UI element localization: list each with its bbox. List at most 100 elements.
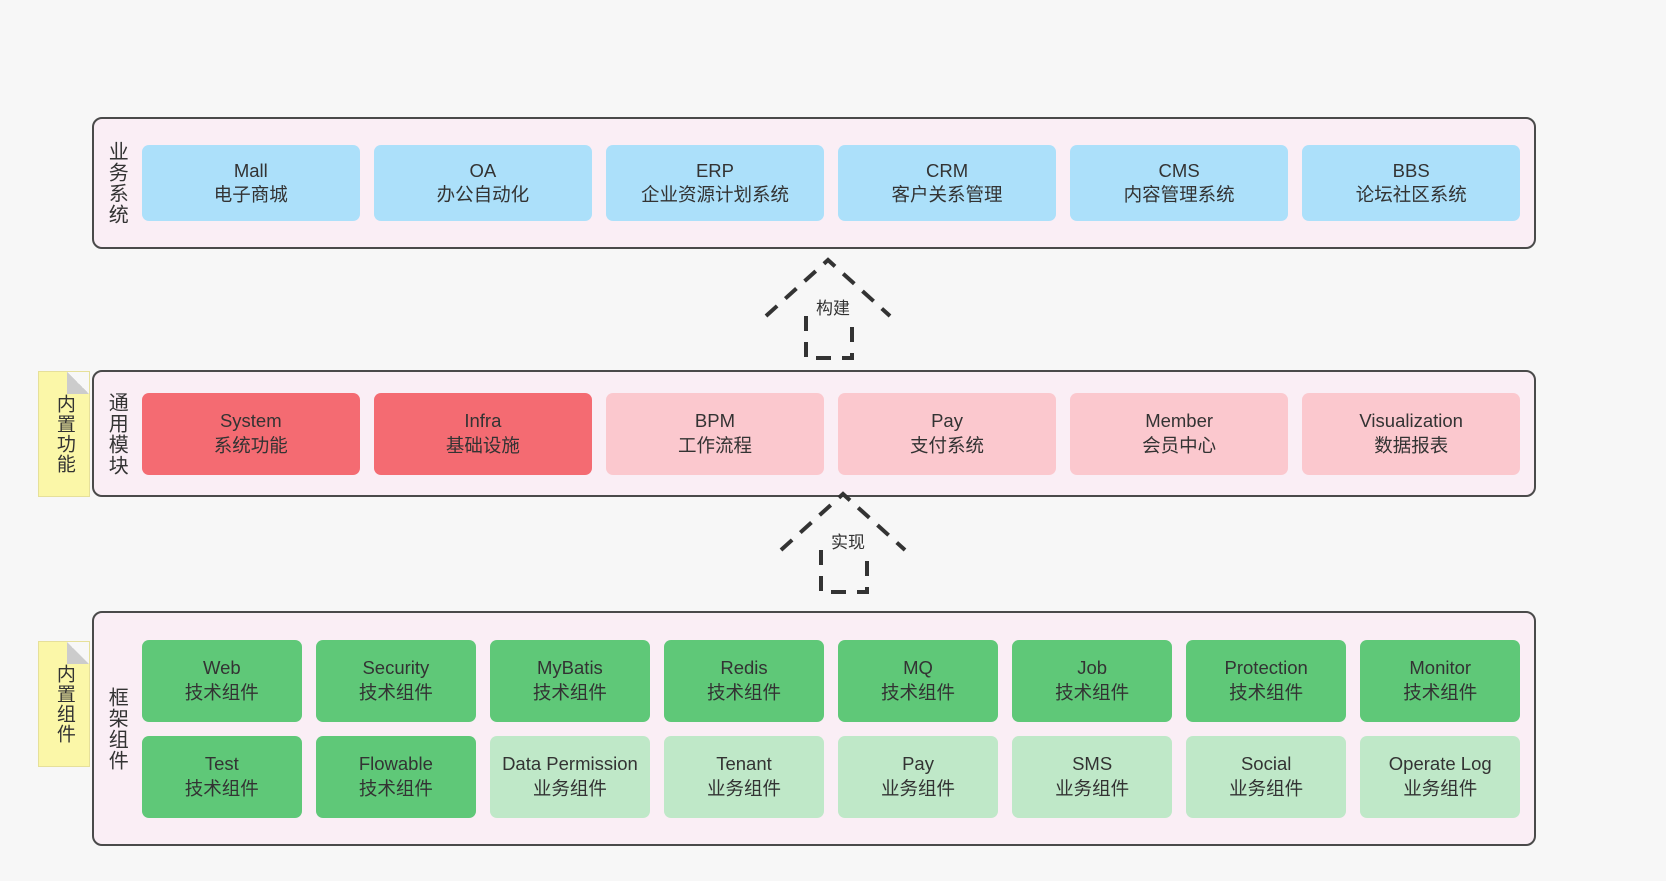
card-title-cn: 业务组件 — [881, 777, 956, 799]
card-title-cn: 技术组件 — [184, 777, 259, 799]
card-title-cn: 技术组件 — [706, 681, 781, 703]
connector-implement-arrow-icon — [779, 491, 907, 594]
card-row: Mall 电子商城 OA 办公自动化 ERP 企业资源计划系统 CRM 客户关系… — [142, 145, 1520, 221]
card-test[interactable]: Test 技术组件 — [142, 735, 302, 818]
card-title-cn: 技术组件 — [532, 681, 607, 703]
card-job[interactable]: Job 技术组件 — [1012, 639, 1172, 722]
card-title-cn: 办公自动化 — [436, 184, 530, 205]
card-title-cn: 业务组件 — [1403, 777, 1478, 799]
layer-business-system: 业务系统 Mall 电子商城 OA 办公自动化 ERP 企业资源计划系统 CRM… — [92, 117, 1536, 249]
card-title-cn: 支付系统 — [910, 434, 985, 456]
card-title-en: OA — [469, 159, 497, 181]
card-title-en: Mall — [233, 159, 268, 181]
card-operate-log[interactable]: Operate Log 业务组件 — [1360, 735, 1521, 818]
card-title-en: Visualization — [1359, 410, 1463, 432]
connector-build-label: 构建 — [816, 299, 850, 318]
card-title-en: Security — [362, 657, 430, 679]
card-title-en: Redis — [720, 657, 768, 679]
card-mall[interactable]: Mall 电子商城 — [142, 145, 360, 221]
card-title-en: Tenant — [716, 753, 772, 775]
card-flowable[interactable]: Flowable 技术组件 — [316, 735, 476, 818]
card-title-cn: 内容管理系统 — [1123, 184, 1235, 205]
card-bpm[interactable]: BPM 工作流程 — [606, 392, 824, 475]
card-protection[interactable]: Protection 技术组件 — [1186, 639, 1346, 722]
card-title-en: System — [219, 410, 282, 432]
card-pay-module[interactable]: Pay 支付系统 — [838, 392, 1056, 475]
card-row: Test 技术组件 Flowable 技术组件 Data Permission … — [142, 735, 1521, 818]
layer-body-business-system: Mall 电子商城 OA 办公自动化 ERP 企业资源计划系统 CRM 客户关系… — [138, 119, 1534, 247]
card-title-cn: 会员中心 — [1142, 434, 1217, 456]
card-title-en: BPM — [694, 410, 735, 432]
card-title-en: Monitor — [1409, 657, 1472, 679]
card-security[interactable]: Security 技术组件 — [316, 639, 476, 722]
card-title-en: Protection — [1224, 657, 1308, 679]
card-redis[interactable]: Redis 技术组件 — [664, 639, 824, 722]
card-title-cn: 技术组件 — [358, 681, 433, 703]
card-title-cn: 基础设施 — [445, 434, 520, 456]
card-title-cn: 技术组件 — [358, 777, 433, 799]
card-title-en: Pay — [902, 753, 934, 775]
card-pay-component[interactable]: Pay 业务组件 — [838, 735, 998, 818]
card-title-en: MQ — [903, 657, 933, 679]
card-oa[interactable]: OA 办公自动化 — [374, 145, 592, 221]
card-title-en: CRM — [925, 159, 969, 181]
connector-build-arrow-icon — [764, 257, 892, 360]
card-tenant[interactable]: Tenant 业务组件 — [664, 735, 824, 818]
card-title-en: Job — [1077, 657, 1108, 679]
card-title-en: Member — [1145, 410, 1214, 432]
card-title-en: Operate Log — [1388, 753, 1492, 775]
card-title-en: CMS — [1158, 159, 1200, 181]
layer-label-common-modules: 通用模块 — [105, 391, 128, 476]
card-row: Web 技术组件 Security 技术组件 MyBatis 技术组件 Redi… — [142, 639, 1521, 722]
card-title-en: Web — [202, 657, 241, 679]
card-title-cn: 技术组件 — [1229, 681, 1304, 703]
card-title-en: MyBatis — [537, 657, 603, 679]
card-title-en: Infra — [464, 410, 502, 432]
card-monitor[interactable]: Monitor 技术组件 — [1360, 639, 1521, 722]
note-label: 内置组件 — [53, 664, 75, 744]
card-title-cn: 业务组件 — [706, 777, 781, 799]
card-title-en: Social — [1240, 753, 1292, 775]
card-cms[interactable]: CMS 内容管理系统 — [1070, 145, 1288, 221]
card-system[interactable]: System 系统功能 — [142, 392, 360, 475]
card-title-cn: 业务组件 — [1055, 777, 1130, 799]
card-mybatis[interactable]: MyBatis 技术组件 — [490, 639, 650, 722]
card-title-en: SMS — [1072, 753, 1113, 775]
card-infra[interactable]: Infra 基础设施 — [374, 392, 592, 475]
card-row: System 系统功能 Infra 基础设施 BPM 工作流程 Pay 支付系统… — [142, 392, 1520, 475]
card-title-cn: 业务组件 — [532, 777, 607, 799]
card-sms[interactable]: SMS 业务组件 — [1012, 735, 1172, 818]
card-member[interactable]: Member 会员中心 — [1070, 392, 1288, 475]
layer-label-framework-components: 框架组件 — [105, 686, 128, 771]
note-builtin-function: 内置功能 — [38, 371, 90, 497]
layer-body-common-modules: System 系统功能 Infra 基础设施 BPM 工作流程 Pay 支付系统… — [138, 372, 1534, 495]
card-title-cn: 客户关系管理 — [891, 184, 1003, 205]
card-erp[interactable]: ERP 企业资源计划系统 — [606, 145, 824, 221]
card-title-cn: 系统功能 — [213, 434, 288, 456]
card-title-en: BBS — [1392, 159, 1430, 181]
card-title-cn: 技术组件 — [881, 681, 956, 703]
card-title-en: Test — [204, 753, 239, 775]
layer-label-business-system: 业务系统 — [105, 141, 128, 225]
layer-body-framework-components: Web 技术组件 Security 技术组件 MyBatis 技术组件 Redi… — [138, 613, 1534, 844]
card-title-en: Flowable — [358, 753, 433, 775]
card-title-en: Pay — [931, 410, 963, 432]
card-mq[interactable]: MQ 技术组件 — [838, 639, 998, 722]
card-title-cn: 电子商城 — [213, 184, 288, 205]
layer-common-modules: 通用模块 System 系统功能 Infra 基础设施 BPM 工作流程 Pay… — [92, 370, 1536, 497]
card-title-cn: 数据报表 — [1374, 434, 1449, 456]
card-title-en: Data Permission — [502, 753, 638, 775]
card-title-en: ERP — [695, 159, 734, 181]
card-web[interactable]: Web 技术组件 — [142, 639, 302, 722]
card-data-permission[interactable]: Data Permission 业务组件 — [490, 735, 650, 818]
connector-build: 构建 — [760, 257, 950, 366]
card-social[interactable]: Social 业务组件 — [1186, 735, 1346, 818]
connector-implement-label: 实现 — [831, 533, 865, 552]
card-crm[interactable]: CRM 客户关系管理 — [838, 145, 1056, 221]
note-label: 内置功能 — [53, 394, 75, 474]
card-visualization[interactable]: Visualization 数据报表 — [1302, 392, 1520, 475]
card-bbs[interactable]: BBS 论坛社区系统 — [1302, 145, 1520, 221]
card-title-cn: 企业资源计划系统 — [640, 184, 789, 205]
card-title-cn: 业务组件 — [1229, 777, 1304, 799]
